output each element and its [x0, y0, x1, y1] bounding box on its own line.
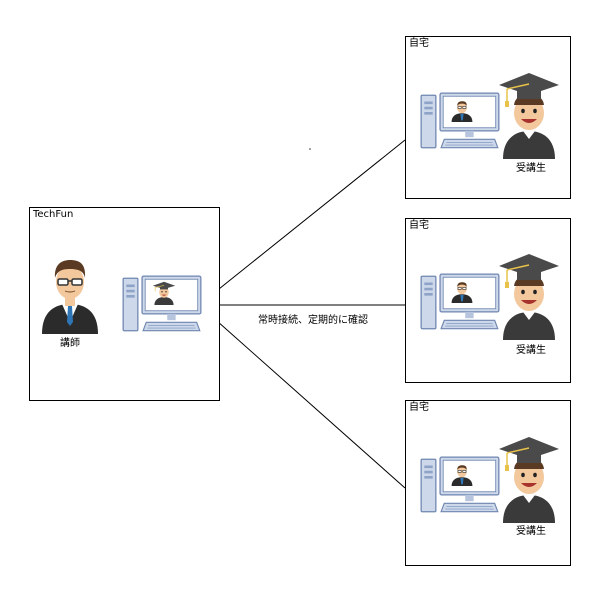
home-box-3: 自宅 受講生: [405, 400, 571, 566]
computer-with-instructor-icon: [420, 273, 500, 330]
hub-box-techfun: TechFun 講師: [29, 207, 220, 401]
hub-box-title: TechFun: [33, 209, 74, 220]
home-box-1: 自宅 受講生: [405, 36, 571, 199]
connection-label: 常時接続、定期的に確認: [258, 315, 368, 326]
home-box-title: 自宅: [409, 220, 429, 231]
home-box-title: 自宅: [409, 38, 429, 49]
connection-line-home-1: [198, 139, 406, 306]
graduate-student-icon: [499, 253, 559, 341]
graduate-student-icon: [499, 72, 559, 160]
connection-line-home-3: [198, 304, 406, 489]
graduate-student-icon: [499, 436, 559, 524]
student-label: 受講生: [516, 526, 546, 537]
home-box-title: 自宅: [409, 402, 429, 413]
computer-with-student-icon: [122, 275, 202, 332]
computer-with-instructor-icon: [420, 92, 500, 149]
student-label: 受講生: [516, 345, 546, 356]
instructor-label: 講師: [60, 338, 80, 349]
home-box-2: 自宅 受講生: [405, 218, 571, 383]
stray-dot: [309, 148, 311, 150]
computer-with-instructor-icon: [420, 456, 500, 513]
instructor-avatar-icon: [41, 259, 99, 335]
student-label: 受講生: [516, 163, 546, 174]
